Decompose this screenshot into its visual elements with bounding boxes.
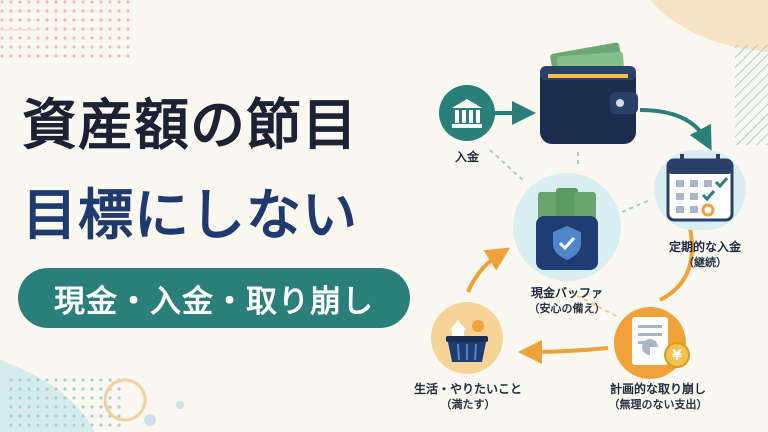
yen-coin-icon: ¥ [664,342,690,368]
subtitle-pill: 現金・入金・取り崩し [18,268,410,328]
wallet-icon [540,42,638,144]
arrow-planned-to-life [518,339,609,364]
cash-buffer-label: 現金バッファ （安心の備え） [500,286,634,316]
cash-buffer-title: 現金バッファ [530,286,603,300]
planned-withdrawal-title: 計画的な取り崩し [609,382,706,396]
life-title: 生活・やりたいこと [413,382,522,396]
arrow-life-to-buffer [466,247,511,293]
arrow-wallet-to-calendar [639,108,712,151]
basket-icon [431,302,503,374]
title-line-2: 目標にしない [22,183,359,247]
bank-icon [439,85,495,141]
calendar-icon [654,150,746,230]
life-label: 生活・やりたいこと （満たす） [404,382,532,412]
planned-withdrawal-sub: （無理のない支出） [608,398,708,411]
planned-withdrawal-label: 計画的な取り崩し （無理のない支出） [594,382,722,412]
life-sub: （満たす） [440,398,496,411]
arrow-regular-to-planned [659,227,694,302]
regular-deposit-title: 定期的な入金 [668,240,741,254]
regular-deposit-sub: （継続） [683,256,727,269]
yen-symbol: ¥ [672,348,682,364]
cash-buffer-sub: （安心の備え） [528,302,606,315]
deposit-label: 入金 [454,150,479,164]
title-line-1: 資産額の節目 [22,93,359,157]
cash-buffer-icon [513,173,621,281]
regular-deposit-label: 定期的な入金 （継続） [650,240,760,270]
